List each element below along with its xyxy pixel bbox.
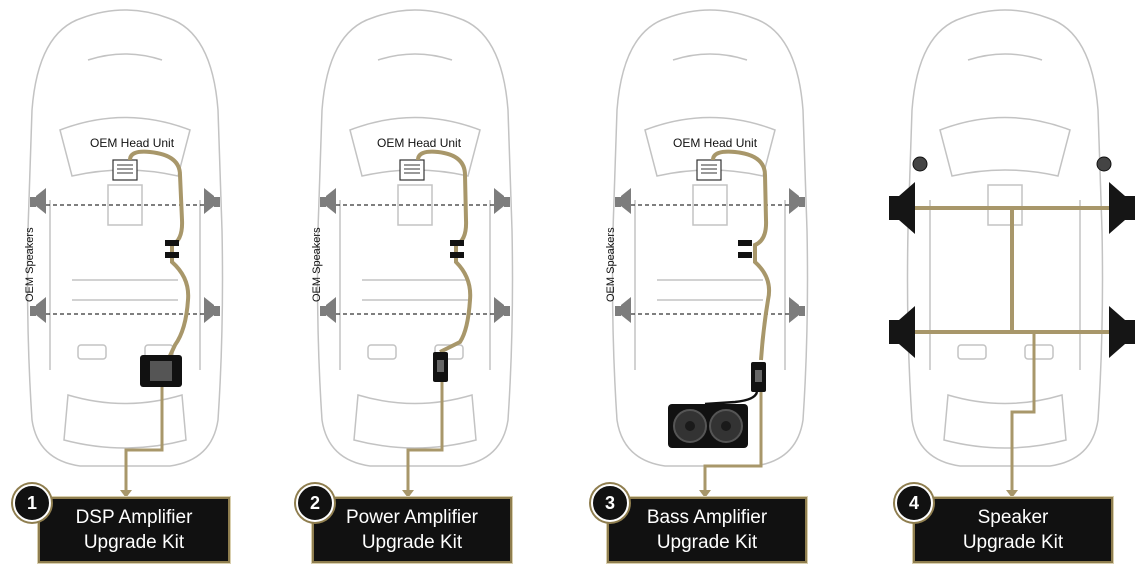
speaker-icons	[30, 188, 220, 323]
kit-number-badge: 1	[13, 484, 51, 522]
kit-title-line2: Upgrade Kit	[962, 532, 1064, 553]
head-unit-label: OEM Head Unit	[90, 136, 175, 150]
inline-connector-icon	[450, 240, 464, 246]
inline-connector-icon	[738, 252, 752, 258]
speaker-dashed-lines	[46, 204, 204, 315]
output-arrow-line	[703, 392, 763, 493]
speaker-label: OEM Speakers	[24, 227, 36, 302]
car-diagram-power	[316, 9, 514, 498]
car-diagram-dsp	[26, 9, 224, 498]
speaker-label: OEM Speakers	[311, 227, 323, 302]
car-outline	[26, 9, 224, 467]
panel-speaker: Speaker Upgrade Kit 4	[880, 0, 1142, 572]
panel-power-amplifier: OEM Head Unit OEM Speakers Power Amplifi…	[290, 0, 575, 572]
kit-title-line2: Upgrade Kit	[361, 532, 463, 553]
kit-number-badge: 3	[591, 484, 629, 522]
head-unit-icon	[112, 159, 138, 181]
head-unit-label: OEM Head Unit	[377, 136, 462, 150]
aftermarket-speaker-icons	[889, 182, 1135, 358]
subwoofer-enclosure-icon	[668, 404, 748, 448]
car-outline	[906, 9, 1104, 467]
kit-title-line1: Power Amplifier	[346, 507, 478, 528]
dsp-amplifier-icon	[140, 355, 182, 387]
kit-number-badge: 4	[895, 484, 933, 522]
head-unit-label: OEM Head Unit	[673, 136, 758, 150]
kit-title-line2: Upgrade Kit	[656, 532, 758, 553]
speaker-dashed-lines	[631, 204, 789, 315]
kit-title-line1: DSP Amplifier	[75, 507, 193, 528]
kit-title-line2: Upgrade Kit	[83, 532, 185, 553]
inline-connector-icon	[165, 240, 179, 246]
head-unit-icon	[696, 159, 722, 181]
car-diagram-bass	[611, 9, 809, 498]
kit-title-line1: Speaker	[977, 507, 1049, 528]
speaker-label: OEM Speakers	[605, 227, 617, 302]
speaker-dashed-lines	[336, 204, 494, 315]
kit-title-box[interactable]: DSP Amplifier Upgrade Kit	[37, 496, 231, 564]
arrow-head-icon	[402, 490, 414, 498]
signal-wire	[416, 149, 473, 354]
car-outline	[611, 9, 809, 467]
inline-connector-icon	[738, 240, 752, 246]
subwoofer-cable	[704, 391, 759, 406]
power-amplifier-icon	[433, 352, 448, 382]
kit-title-box[interactable]: Power Amplifier Upgrade Kit	[311, 496, 513, 564]
signal-wire	[128, 149, 191, 361]
car-outline	[316, 9, 514, 467]
arrow-head-icon	[1006, 490, 1018, 498]
car-diagram-speaker	[889, 9, 1135, 498]
kit-title-line1: Bass Amplifier	[646, 507, 768, 528]
inline-connector-icon	[165, 252, 179, 258]
kit-title-box[interactable]: Speaker Upgrade Kit	[912, 496, 1114, 564]
speaker-icons	[320, 188, 510, 323]
kit-title-box[interactable]: Bass Amplifier Upgrade Kit	[606, 496, 808, 564]
panel-bass-amplifier: OEM Head Unit OEM Speakers Bass Amplifie…	[585, 0, 870, 572]
arrow-head-icon	[699, 490, 711, 498]
speaker-wires	[915, 206, 1109, 493]
panel-dsp-amplifier: OEM Head Unit OEM Speakers DSP Amplifier…	[0, 0, 285, 572]
output-arrow-line	[406, 382, 444, 493]
arrow-head-icon	[120, 490, 132, 498]
inline-connector-icon	[450, 252, 464, 258]
output-arrow-line	[124, 387, 164, 493]
bass-amplifier-icon	[751, 362, 766, 392]
head-unit-icon	[399, 159, 425, 181]
signal-wire	[711, 149, 772, 361]
kit-number-badge: 2	[296, 484, 334, 522]
tweeter-icons	[912, 156, 1112, 172]
speaker-icons	[615, 188, 805, 323]
